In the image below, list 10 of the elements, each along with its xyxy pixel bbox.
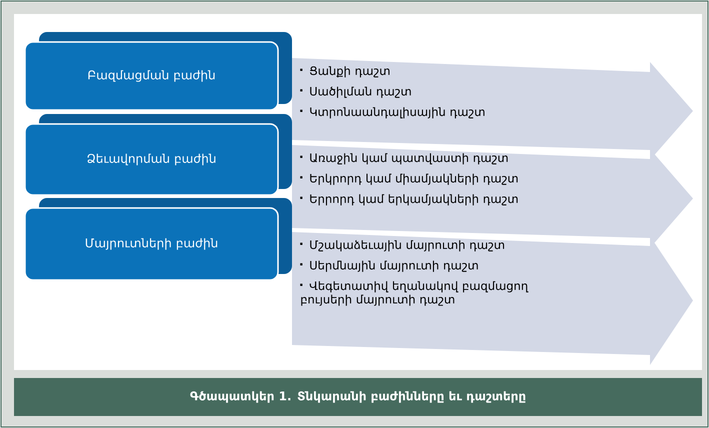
arrow-band: Մշակաձեւային մայրուտի դաշտ Սերմնային մայրուտի դաշտ Վեգետատիվ եղանակով բազմացող բույսերի մայրուտի դաշտ: [292, 232, 693, 365]
node-label: Սածիլման դաշտ: [310, 86, 411, 98]
section-box: Մայրուտների բաժին: [24, 198, 292, 281]
node-label: Կտրոնաանդալիսային դաշտ: [310, 107, 484, 118]
node-label: Ցանքի դաշտ: [310, 66, 390, 78]
caption-bar: Գծապատկեր 1. Տնկարանի բաժինները եւ դաշտերը: [14, 378, 702, 416]
section-box: Ձեւավորման բաժին: [24, 114, 292, 196]
section-box: Բազմացման բաժին: [24, 32, 292, 111]
node-label: Երկրորդ կամ միամյակների դաշտ: [310, 174, 518, 185]
node-label: Երրորդ կամ երկամյակների դաշտ: [310, 194, 518, 206]
